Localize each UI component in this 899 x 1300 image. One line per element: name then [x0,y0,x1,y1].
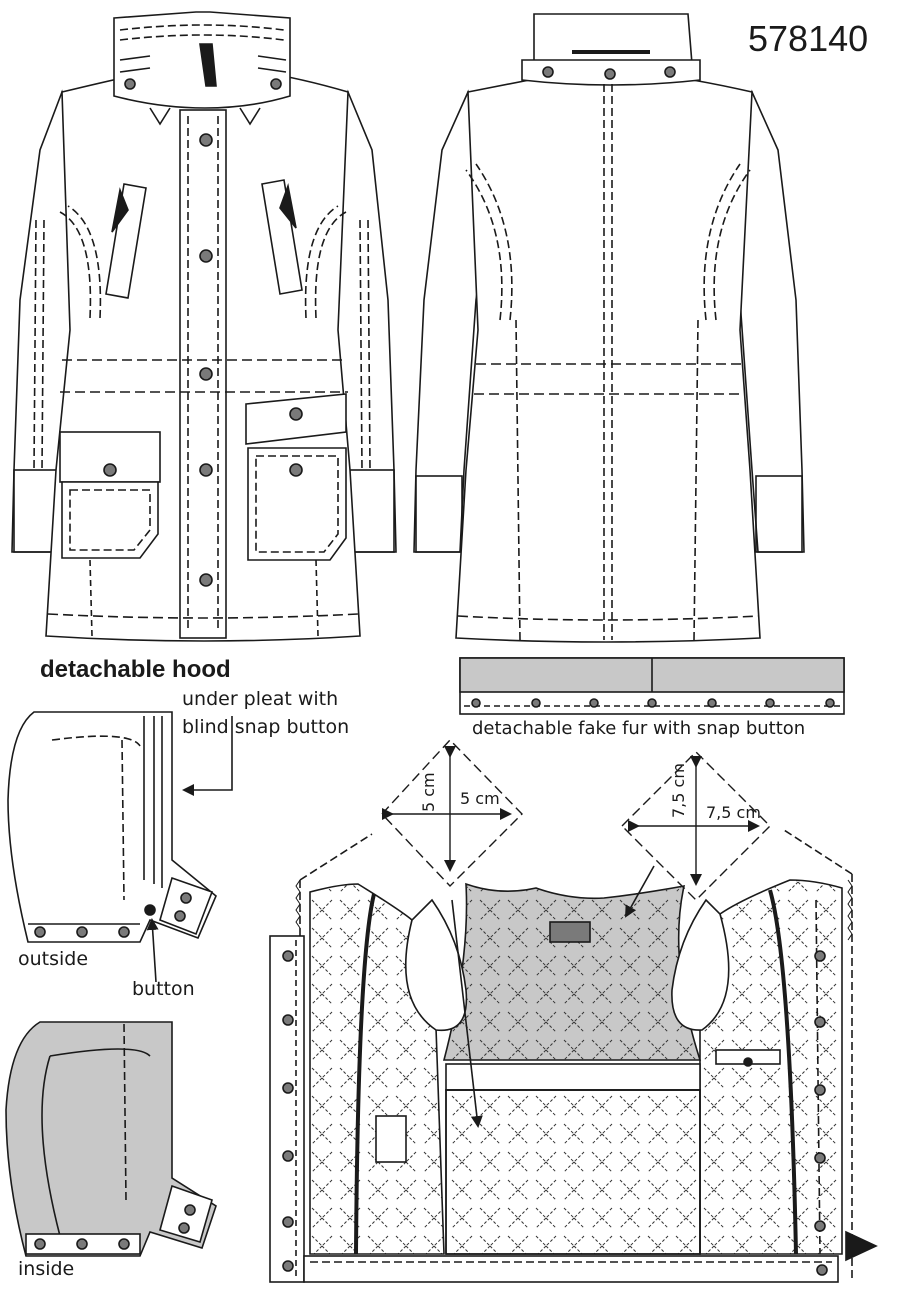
front-chest-pocket-left [105,183,147,299]
under-pleat-label-line1: under pleat with [182,688,339,710]
dim-label-left-vertical: 5 cm [419,772,438,812]
hood-button-label: button [132,978,195,1000]
dimension-marker-left [381,738,523,888]
jacket-back-view [413,13,805,643]
front-chest-pocket-right [261,179,303,295]
hood-section-title: detachable hood [40,656,231,683]
under-pleat-label-line2: blind snap button [182,716,350,738]
jacket-inside-view [269,829,878,1283]
back-body [455,73,761,643]
front-pocket-left [61,481,159,559]
hood-outside-label: outside [18,948,89,970]
back-collar [533,13,693,65]
dim-label-left-horizontal: 5 cm [460,789,500,808]
fake-fur-strip [459,657,845,715]
hood-outside-view [7,711,233,983]
dim-label-right-vertical: 7,5 cm [669,763,688,818]
hood-inside-view [5,1021,217,1257]
front-placket [179,109,227,639]
hood-inside-label: inside [18,1258,75,1280]
dimension-marker-right [621,751,771,901]
fake-fur-label: detachable fake fur with snap button [472,718,806,739]
model-number: 578140 [748,18,869,59]
jacket-front-view [11,11,397,642]
dim-label-right-horizontal: 7,5 cm [706,803,761,822]
front-pocket-right [247,447,347,561]
